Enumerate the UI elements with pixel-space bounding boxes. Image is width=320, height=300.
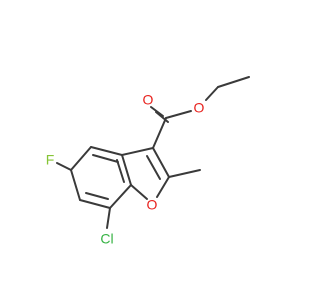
- bond-ch2-ch3: [217, 76, 250, 88]
- molecule-structure: O O O F Cl: [46, 76, 250, 247]
- bond-c7-c7a: [109, 184, 132, 209]
- bond-c2-methyl: [168, 169, 201, 178]
- bond-c3-c2: [152, 147, 170, 178]
- bond-c3a-c4: [90, 146, 123, 156]
- atom-fluorine: F: [46, 152, 55, 168]
- bond-c5-fluorine: [56, 162, 72, 171]
- bond-c3a-c3: [121, 147, 154, 156]
- atom-chlorine: Cl: [100, 231, 113, 247]
- bond-o1-c7a: [130, 184, 148, 200]
- bond-c3-c2-inner: [146, 155, 161, 180]
- bond-c3-carbonyl-c: [152, 117, 167, 149]
- bond-c2-o1: [156, 176, 170, 198]
- atom-o-ring: O: [147, 197, 158, 213]
- bond-carbonyl-double-a: [150, 106, 164, 117]
- bond-carbonyl-double-b: [155, 111, 169, 123]
- atom-o-ester: O: [194, 100, 205, 116]
- bond-c7a-c3a-inner: [116, 159, 125, 183]
- bond-c4-c4-inner: [92, 154, 119, 163]
- bond-o-ester-ch2: [205, 86, 219, 101]
- bond-carbonyl-c-o-ester: [165, 110, 192, 119]
- bond-c6-c7: [79, 199, 111, 209]
- bond-c5-c6: [70, 169, 81, 201]
- bond-c7-chlorine: [106, 207, 111, 229]
- atom-o-carbonyl: O: [143, 92, 154, 108]
- bond-c6-c7-inner: [85, 192, 109, 200]
- bond-c4-c5: [70, 146, 92, 171]
- bond-c7a-c3a: [121, 154, 132, 186]
